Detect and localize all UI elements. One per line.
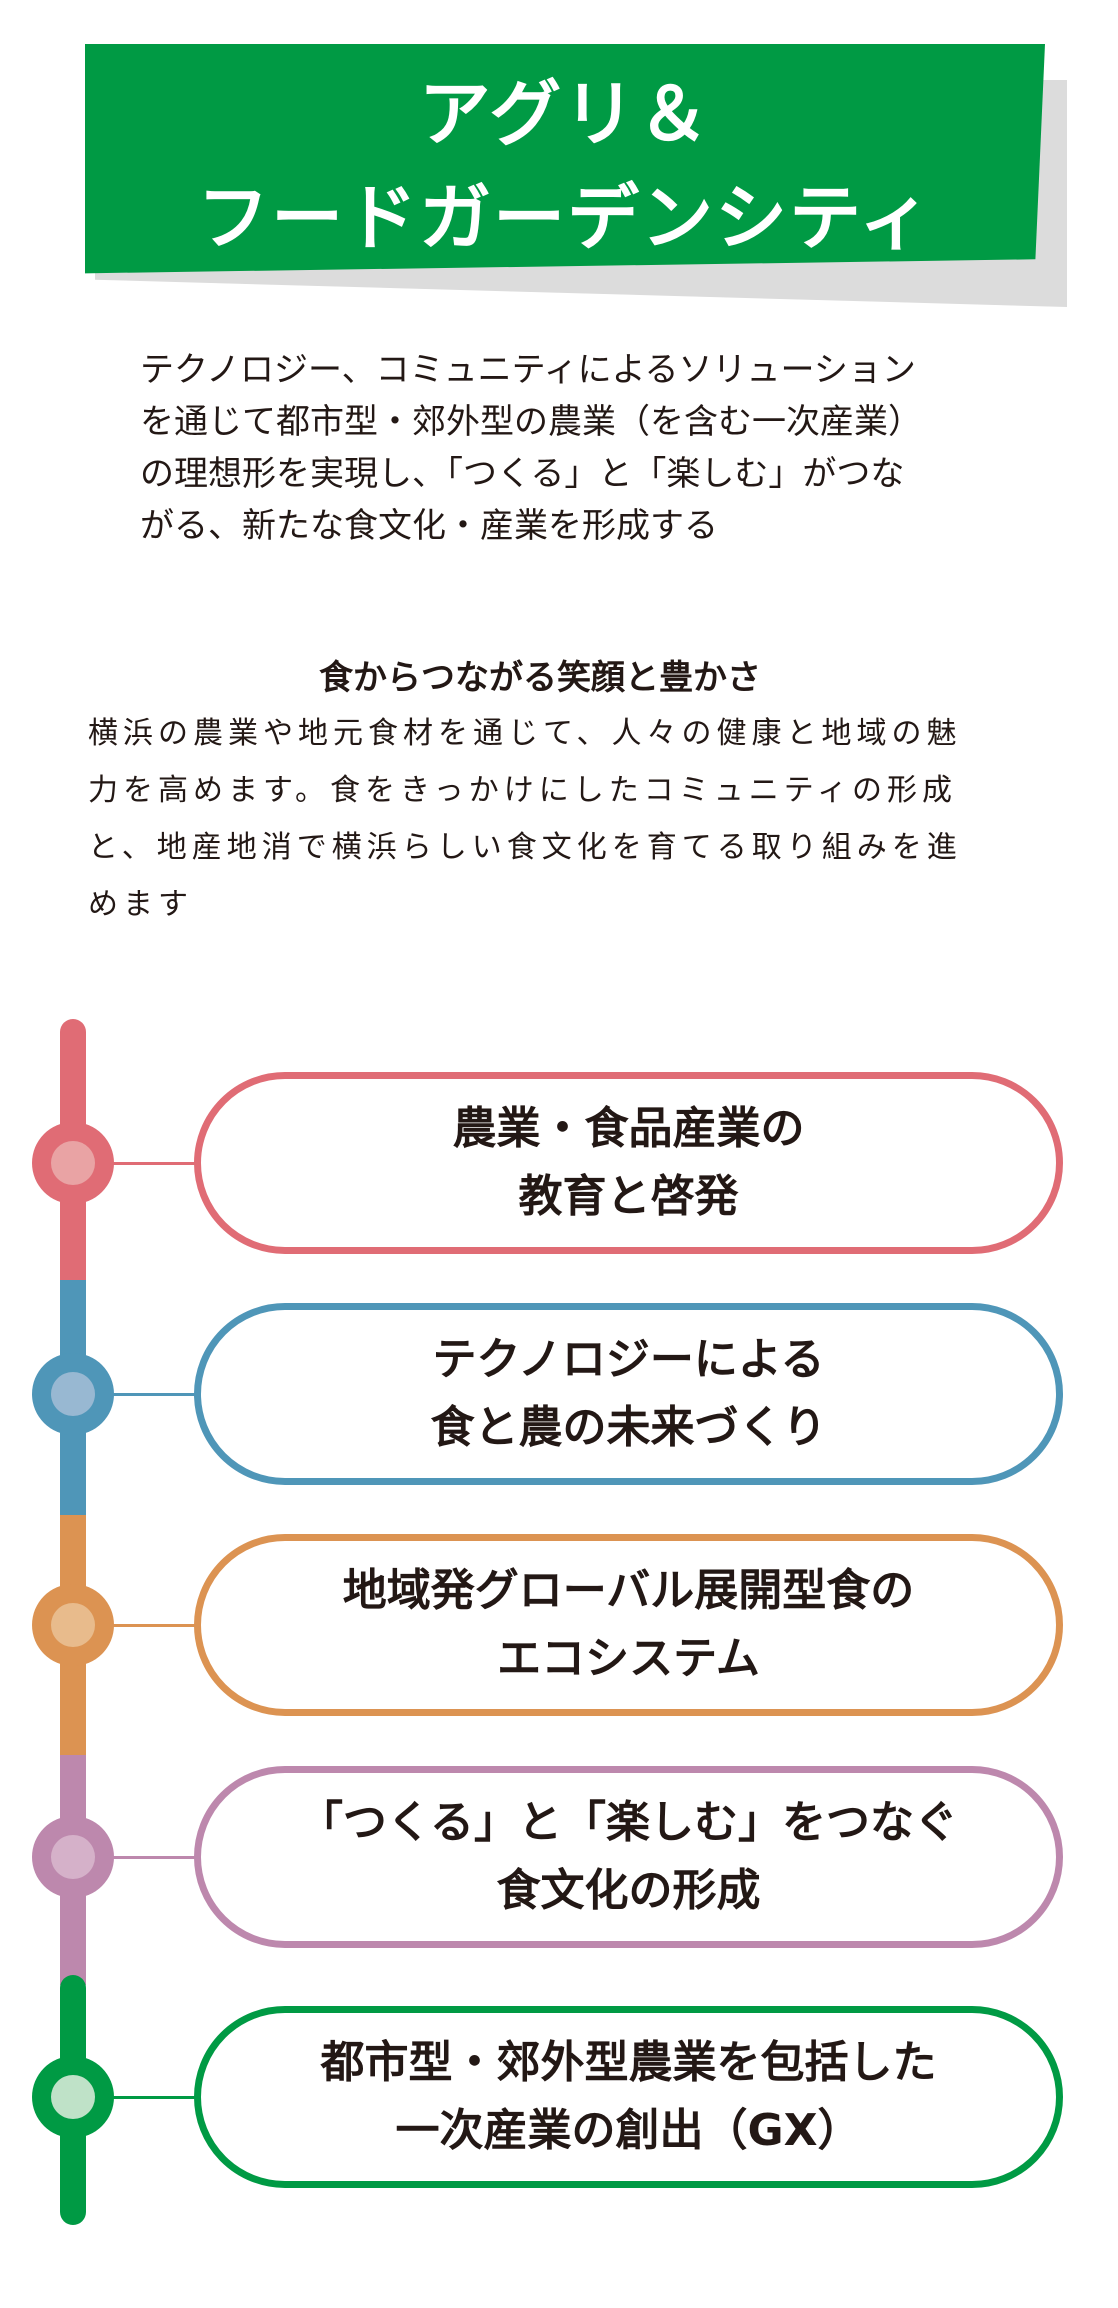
- node-inner-dot: [51, 1603, 95, 1647]
- timeline-node-icon: [32, 1353, 114, 1435]
- intro-line: の理想形を実現し、「つくる」と「楽しむ」がつな: [140, 454, 905, 494]
- connector-line: [110, 1624, 196, 1627]
- timeline-node-icon: [32, 1122, 114, 1204]
- intro-text: テクノロジー、コミュニティによるソリューション を通じて都市型・郊外型の農業（を…: [140, 344, 1040, 552]
- timeline-item-text: 地域発グローバル展開型食の: [342, 1565, 915, 1616]
- timeline-node-icon: [32, 1584, 114, 1666]
- timeline-item: 「つくる」と「楽しむ」をつなぐ食文化の形成: [194, 1766, 1063, 1948]
- timeline-item-text: 農業・食品産業の: [452, 1103, 805, 1154]
- timeline-item-text: 食文化の形成: [496, 1865, 761, 1916]
- body-line: めます: [88, 887, 193, 922]
- timeline-item-text: 都市型・郊外型農業を包括した: [320, 2037, 937, 2088]
- connector-line: [110, 1393, 196, 1396]
- node-inner-dot: [51, 2075, 95, 2119]
- timeline-node-icon: [32, 2056, 114, 2138]
- timeline-item-text: 食と農の未来づくり: [430, 1402, 827, 1453]
- node-inner-dot: [51, 1835, 95, 1879]
- intro-line: を通じて都市型・郊外型の農業（を含む一次産業）: [140, 402, 922, 442]
- connector-line: [110, 2096, 196, 2099]
- timeline-item-text: 「つくる」と「楽しむ」をつなぐ: [298, 1797, 959, 1848]
- timeline-node-icon: [32, 1816, 114, 1898]
- node-inner-dot: [51, 1372, 95, 1416]
- section-body: 横浜の農業や地元食材を通じて、人々の健康と地域の魅 力を高めます。食をきっかけに…: [88, 705, 1048, 933]
- body-line: と、地産地消で横浜らしい食文化を育てる取り組みを進: [88, 830, 962, 865]
- timeline-item-text: テクノロジーによる: [432, 1334, 825, 1385]
- intro-line: がる、新たな食文化・産業を形成する: [140, 506, 718, 546]
- title-line-2: フードガーデンシティ: [197, 176, 933, 260]
- timeline-item: 地域発グローバル展開型食のエコシステム: [194, 1534, 1063, 1716]
- node-inner-dot: [51, 1141, 95, 1185]
- timeline-item-text: 一次産業の創出（GX）: [395, 2105, 862, 2156]
- title-banner: [85, 44, 1045, 274]
- page-title: アグリ＆ フードガーデンシティ: [85, 62, 1045, 270]
- section-heading: 食からつながる笑顔と豊かさ: [319, 658, 761, 698]
- timeline-item: 都市型・郊外型農業を包括した一次産業の創出（GX）: [194, 2006, 1063, 2188]
- connector-line: [110, 1162, 196, 1165]
- body-line: 力を高めます。食をきっかけにしたコミュニティの形成: [88, 773, 957, 808]
- timeline-item-text: 教育と啓発: [518, 1171, 739, 1222]
- title-line-1: アグリ＆: [418, 72, 712, 156]
- intro-line: テクノロジー、コミュニティによるソリューション: [140, 350, 916, 390]
- timeline-item-text: エコシステム: [497, 1633, 760, 1684]
- timeline-item: テクノロジーによる食と農の未来づくり: [194, 1303, 1063, 1485]
- connector-line: [110, 1856, 196, 1859]
- body-line: 横浜の農業や地元食材を通じて、人々の健康と地域の魅: [88, 716, 962, 751]
- timeline-item: 農業・食品産業の教育と啓発: [194, 1072, 1063, 1254]
